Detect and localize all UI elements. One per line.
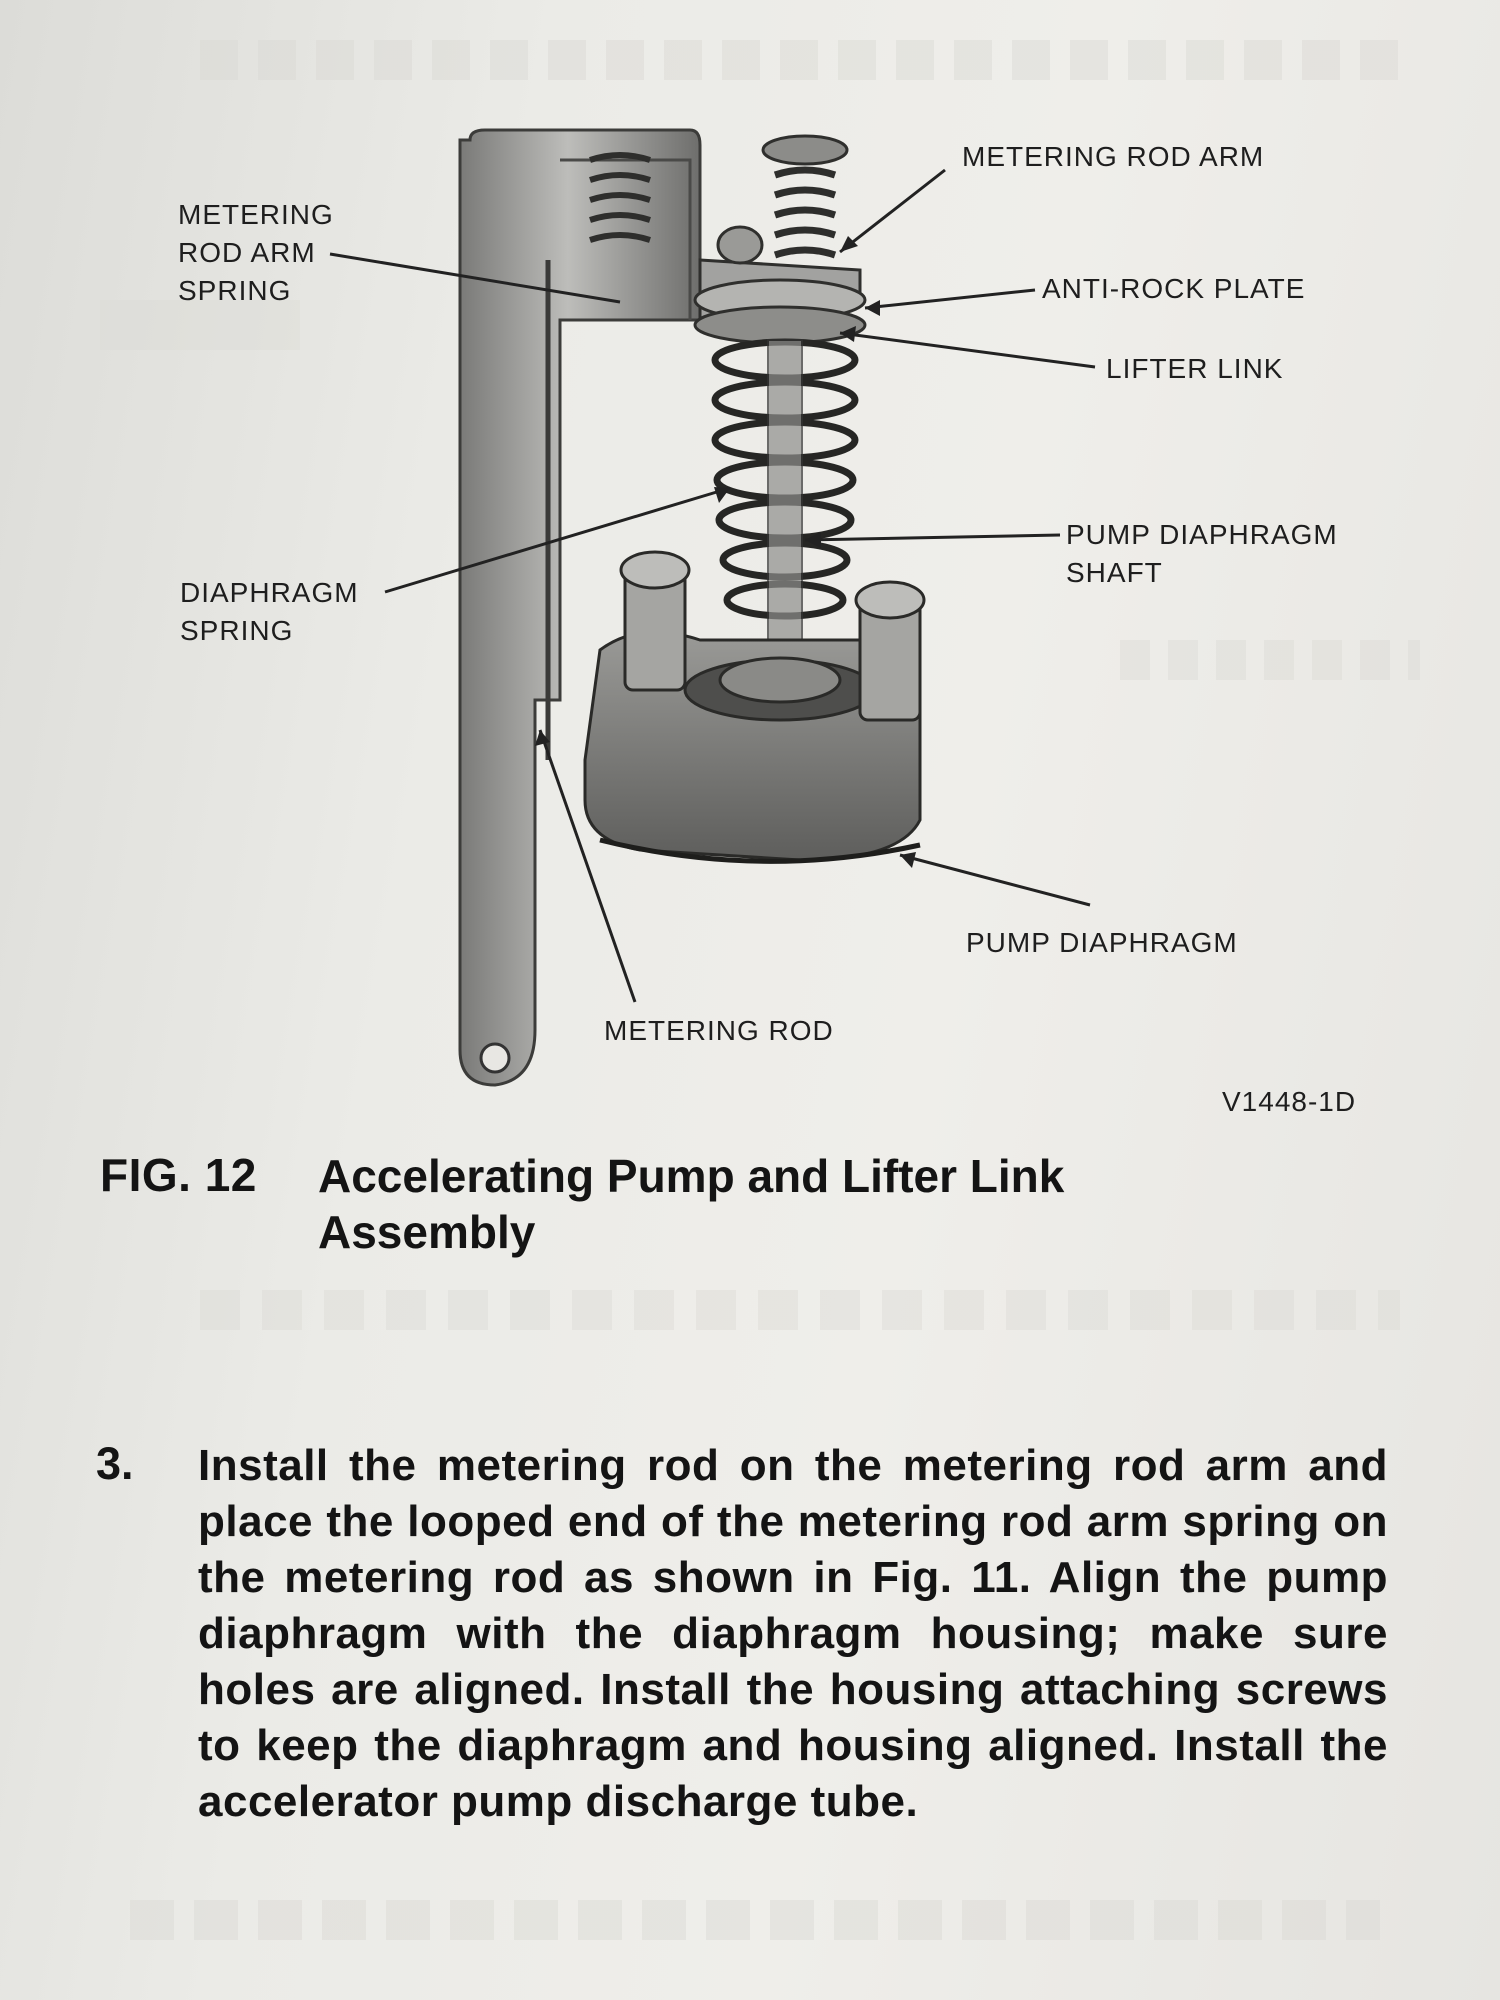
figure-number: FIG. 12: [100, 1149, 257, 1201]
pump-diaphragm-shaft-shape: [767, 339, 803, 661]
label-lifter-link: LIFTER LINK: [1106, 353, 1284, 384]
pump-assembly-illustration: [329, 128, 1096, 1087]
label-metering-rod: METERING ROD: [604, 1015, 834, 1046]
label-line: SHAFT: [1066, 557, 1163, 588]
top-screw-shape: [761, 134, 849, 259]
label-line: SPRING: [180, 615, 294, 646]
metering-rod-arm-bracket: [458, 128, 702, 1087]
leader-lines: [329, 168, 1096, 1003]
figure-title: Accelerating Pump and Lifter Link Assemb…: [318, 1150, 1065, 1258]
diaphragm-housing-shape: [583, 550, 926, 864]
label-metering-rod-arm: METERING ROD ARM: [962, 141, 1265, 172]
anti-rock-plate-shape: [693, 225, 867, 345]
metering-rod-arm-spring-shape: [589, 152, 651, 243]
label-pump-diaphragm-shaft: PUMP DIAPHRAGM SHAFT: [1066, 516, 1338, 592]
label-line: SPRING: [178, 275, 292, 306]
step-number: 3.: [96, 1438, 134, 1489]
label-metering-rod-arm-spring: METERING ROD ARM SPRING: [178, 196, 334, 310]
label-line: ROD ARM: [178, 237, 316, 268]
label-line: METERING: [178, 199, 334, 230]
leader-arrowheads: [535, 236, 916, 868]
label-line: DIAPHRAGM: [180, 577, 359, 608]
figure-code: V1448-1D: [1222, 1086, 1357, 1117]
label-line: PUMP DIAPHRAGM: [1066, 519, 1338, 550]
label-anti-rock-plate: ANTI-ROCK PLATE: [1042, 273, 1306, 304]
label-pump-diaphragm: PUMP DIAPHRAGM: [966, 927, 1238, 958]
step-text: Install the metering rod on the metering…: [198, 1441, 1388, 1826]
label-diaphragm-spring: DIAPHRAGM SPRING: [180, 574, 359, 650]
